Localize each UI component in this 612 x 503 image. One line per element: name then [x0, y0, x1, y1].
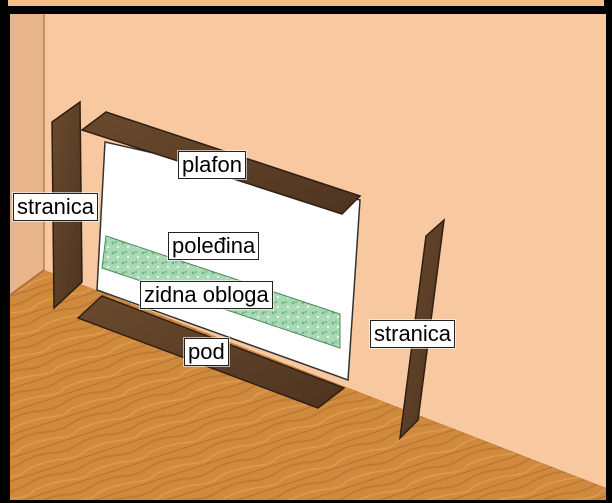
label-poledjina: poleđina: [168, 232, 260, 260]
label-pod: pod: [184, 338, 229, 366]
label-plafon: plafon: [178, 151, 246, 179]
label-stranica-right: stranica: [370, 320, 456, 348]
label-stranica-left: stranica: [13, 193, 99, 221]
floor-edge-line: [9, 269, 45, 296]
left-wall: [10, 14, 44, 295]
top-strip: [8, 0, 604, 6]
label-zidna-obloga: zidna obloga: [140, 281, 273, 309]
